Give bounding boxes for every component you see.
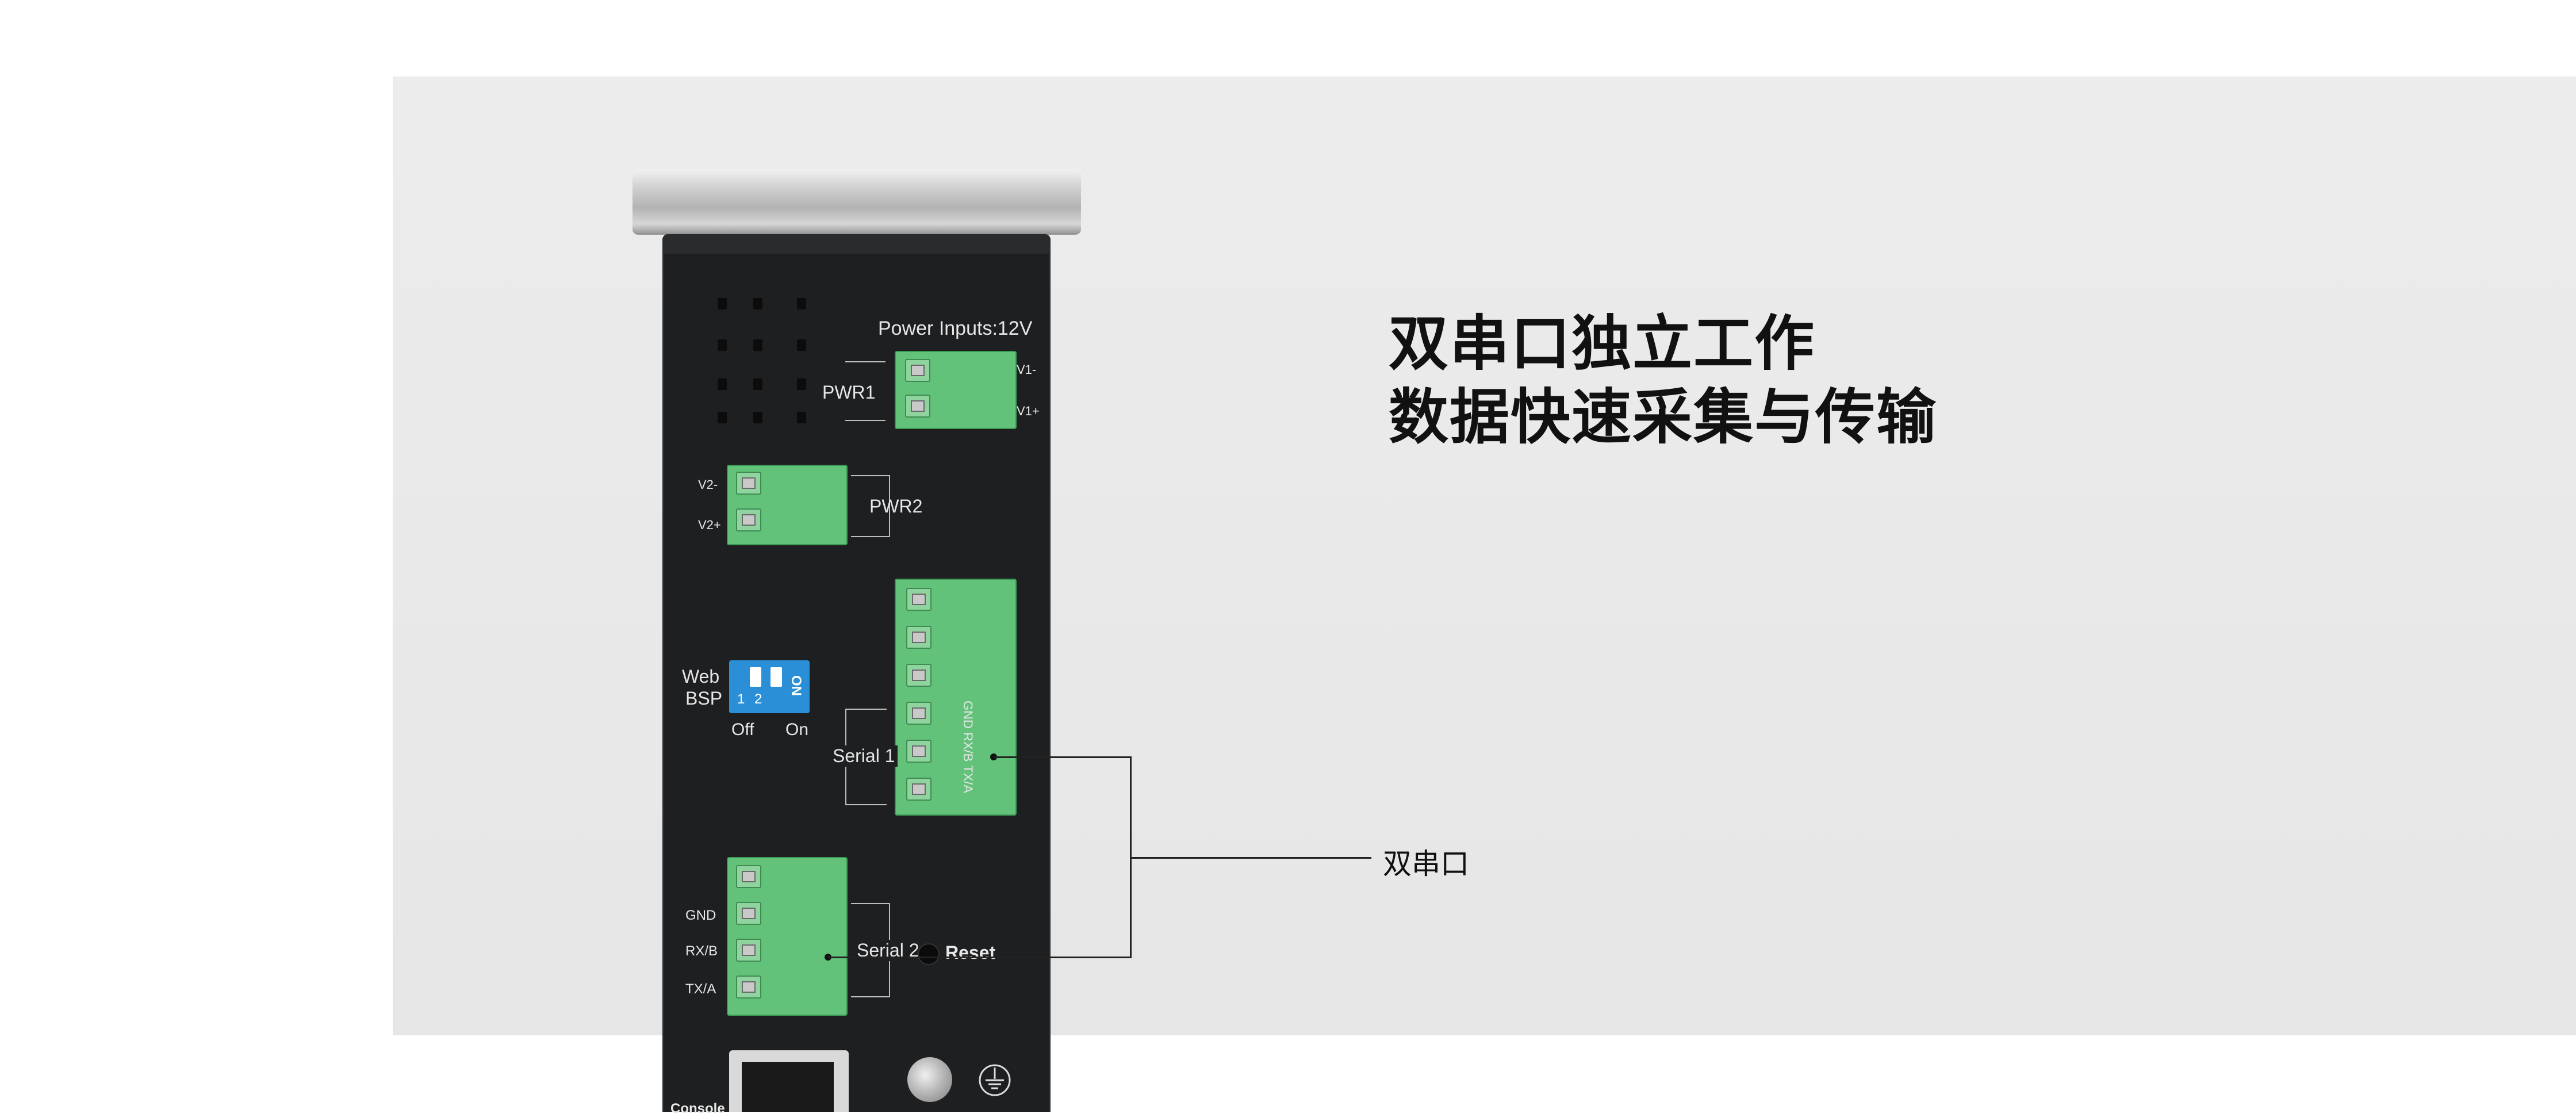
reset-label: Reset [945, 942, 996, 963]
v2-minus-label: V2- [698, 477, 718, 492]
ground-screw [907, 1057, 952, 1102]
dip-num-1: 1 [737, 691, 745, 707]
dip-on-label: On [785, 720, 809, 739]
ground-icon [979, 1064, 1011, 1096]
dip-bsp-label: BSP [685, 688, 723, 709]
console-port-socket [742, 1062, 834, 1112]
v1-plus-label: V1+ [1017, 404, 1040, 418]
serial2-txa-label: TX/A [685, 981, 716, 997]
serial2-rxb-label: RX/B [685, 943, 718, 959]
dip-off-label: Off [731, 720, 754, 739]
dip-switch[interactable]: 1 2 ON [729, 660, 810, 713]
serial1-label: Serial 1 [830, 745, 898, 767]
power-inputs-label: Power Inputs:12V [878, 317, 1033, 339]
v1-minus-label: V1- [1017, 362, 1037, 377]
dip-num-2: 2 [754, 691, 762, 707]
serial1-pins-label: GND RX/B TX/A [961, 701, 975, 793]
pwr2-bracket [851, 475, 890, 537]
reset-button[interactable] [918, 943, 940, 965]
v2-plus-label: V2+ [698, 518, 721, 532]
callout-label: 双串口 [1383, 847, 1469, 881]
serial2-terminal [727, 857, 848, 1016]
pwr1-label: PWR1 [822, 382, 876, 403]
din-rail [632, 169, 1081, 234]
pwr2-terminal [727, 465, 848, 545]
pwr1-bracket [845, 361, 885, 421]
serial2-gnd-label: GND [685, 908, 716, 923]
dip-web-label: Web [682, 666, 720, 687]
console-label: Console [670, 1101, 725, 1116]
dip-on-mark: ON [788, 675, 804, 696]
pwr2-label: PWR2 [869, 496, 923, 517]
headline-line2: 数据快速采集与传输 [1389, 382, 1938, 452]
headline-line1: 双串口独立工作 [1389, 308, 1816, 378]
serial1-terminal [895, 579, 1017, 816]
pwr1-terminal [895, 351, 1017, 429]
device-top-edge [662, 234, 1051, 254]
